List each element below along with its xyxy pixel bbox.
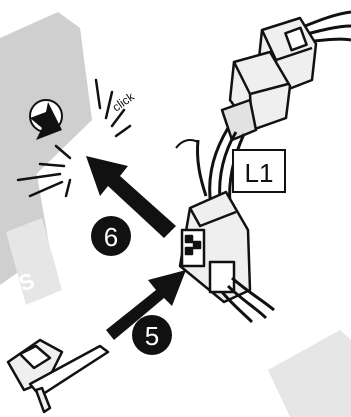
upper-connector xyxy=(222,18,316,140)
release-tool-icon xyxy=(8,340,108,412)
step-badge-6: 6 xyxy=(91,216,131,256)
connector-label-box: L1 xyxy=(233,150,285,192)
wire-clip-curve xyxy=(176,140,198,148)
connector-label: L1 xyxy=(245,158,274,188)
step-number-5: 5 xyxy=(145,321,159,351)
step-number-6: 6 xyxy=(104,222,118,252)
step-badge-5: 5 xyxy=(132,315,172,355)
watermark-shape-bottom-right xyxy=(268,330,351,417)
